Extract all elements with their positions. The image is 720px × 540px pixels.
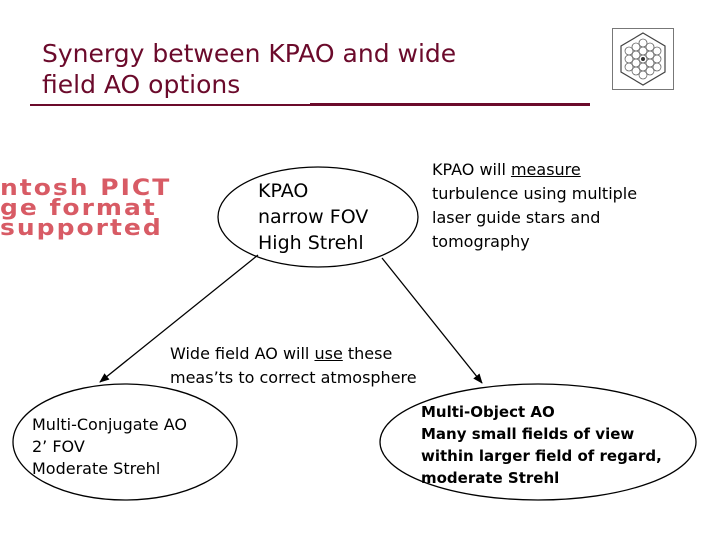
title-underline [30,103,590,107]
arrow-to-mcao [99,254,259,383]
kpao-line2: narrow FOV [258,206,369,228]
arrow-to-moao [381,257,483,384]
unsupported-image-placeholder: ntosh PICT ge format supported [0,174,300,241]
wide-line1-post: these [342,344,393,363]
moao-label: Multi-Object AO Many small fields of vie… [421,401,662,489]
moao-ellipse [379,383,697,501]
mcao-line3: Moderate Strehl [32,459,161,478]
kpao-line3: High Strehl [258,232,364,254]
placeholder-line3: supported [0,214,163,241]
measure-line3: laser guide stars and [432,208,601,227]
mcao-line2: 2’ FOV [32,437,85,456]
kpao-label: KPAO narrow FOV High Strehl [258,178,368,256]
measure-line1-pre: KPAO will [432,160,511,179]
measure-line2: turbulence using multiple [432,184,638,203]
slide-title: Synergy between KPAO and wide field AO o… [42,38,512,100]
wide-field-note: Wide field AO will use these meas’ts to … [170,342,417,390]
kpao-measure-note: KPAO will measure turbulence using multi… [432,158,692,254]
measure-line4: tomography [432,232,530,251]
placeholder-line2: ge format [0,194,157,221]
moao-line2: Many small fields of view [421,425,635,443]
slide-title-line1: Synergy between KPAO and wide [42,39,457,68]
hexagonal-telescope-mirror-icon [612,28,674,90]
moao-line4: moderate Strehl [421,469,560,487]
mcao-ellipse [12,383,238,501]
placeholder-line1: ntosh PICT [0,174,172,201]
wide-underlined-word: use [314,344,343,363]
slide-title-line2: field AO options [42,70,241,99]
moao-line1: Multi-Object AO [421,403,555,421]
kpao-line1: KPAO [258,180,309,202]
mcao-line1: Multi-Conjugate AO [32,415,187,434]
mcao-label: Multi-Conjugate AO 2’ FOV Moderate Streh… [32,414,187,480]
wide-line2: meas’ts to correct atmosphere [170,368,417,387]
kpao-ellipse [217,166,419,268]
moao-line3: within larger field of regard, [421,447,662,465]
wide-line1-pre: Wide field AO will [170,344,315,363]
measure-underlined-word: measure [510,160,581,179]
